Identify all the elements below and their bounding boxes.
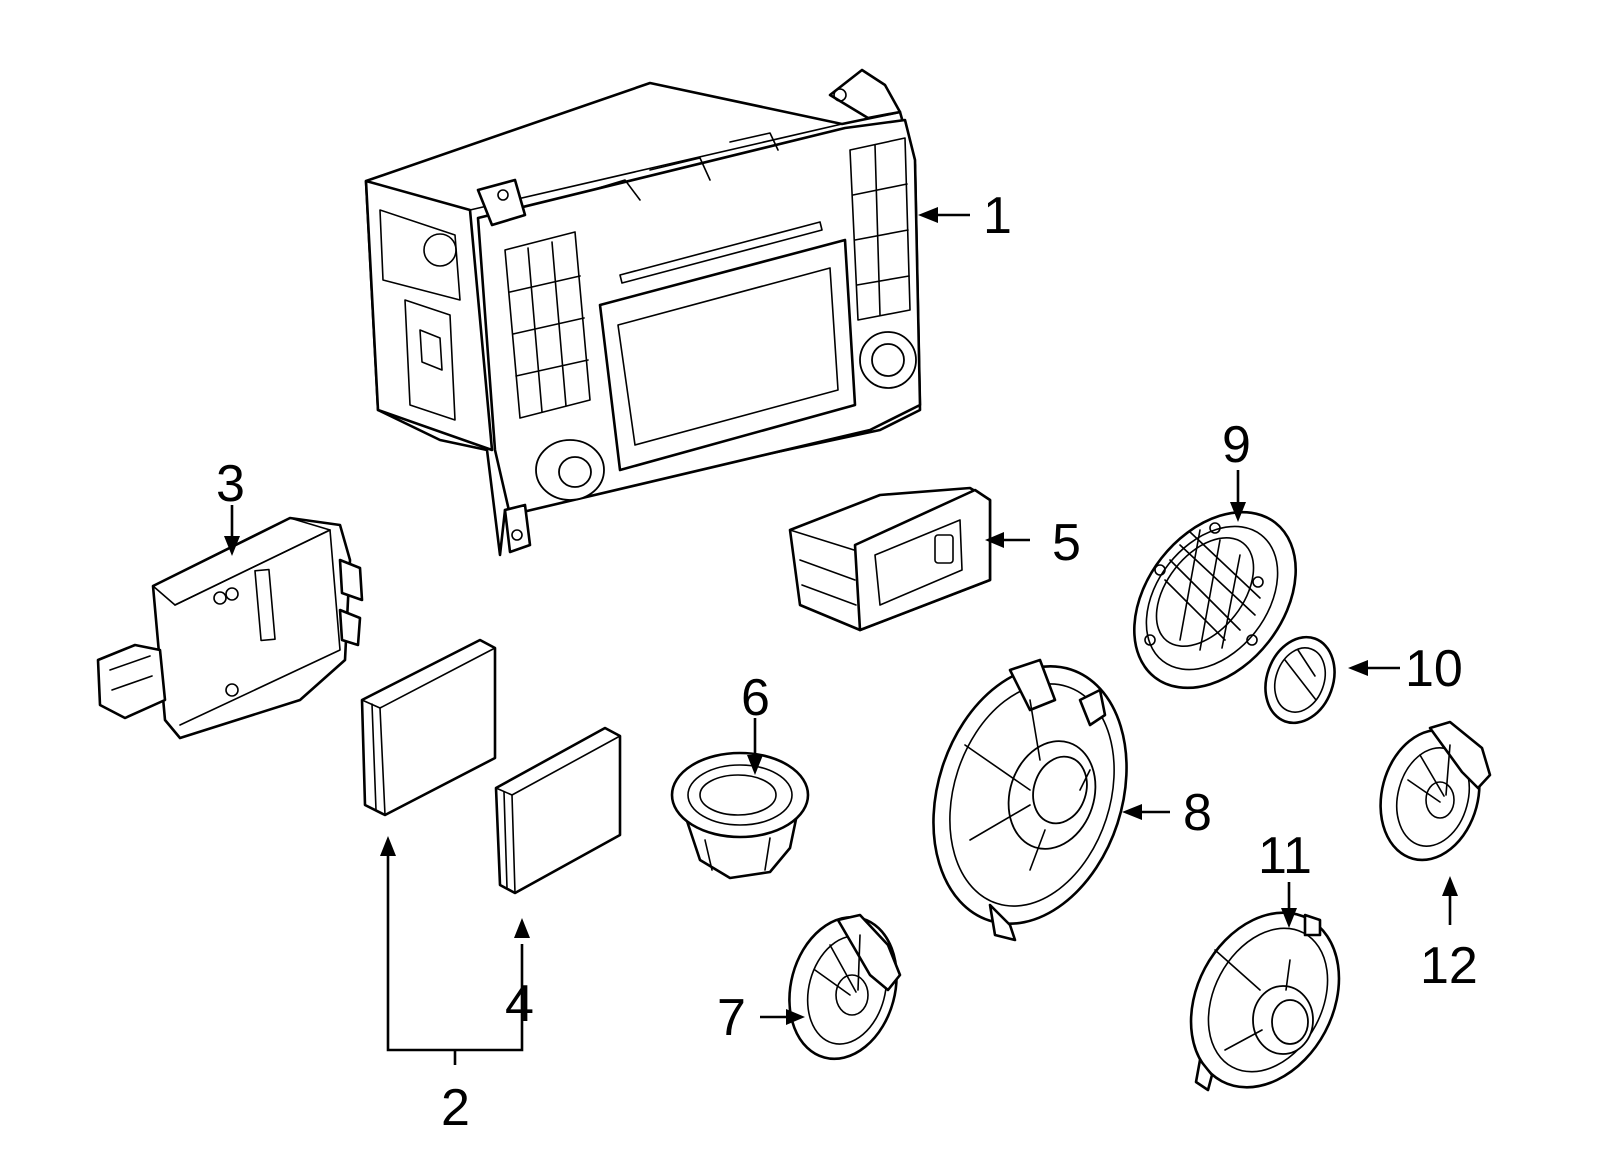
callout-11: 11 xyxy=(1258,827,1312,885)
small-speaker-icon xyxy=(788,913,902,1061)
small-speaker-icon xyxy=(1379,720,1492,862)
callout-8: 8 xyxy=(1183,784,1212,842)
leader-lines xyxy=(224,207,1458,1065)
callout-9: 9 xyxy=(1222,416,1251,474)
callout-12: 12 xyxy=(1420,937,1478,995)
callout-labels: 1 2 3 4 5 6 7 8 9 10 11 12 xyxy=(216,187,1478,1137)
tweeter-icon xyxy=(670,751,810,880)
control-module-icon xyxy=(96,516,364,740)
tweeter-cover-icon xyxy=(1264,635,1336,725)
callout-3: 3 xyxy=(216,455,245,513)
media-interface-icon xyxy=(788,486,992,632)
module-card-icon xyxy=(494,726,622,895)
door-speaker-icon xyxy=(932,658,1128,942)
speaker-grille-icon xyxy=(1133,510,1297,690)
radio-head-unit-icon xyxy=(364,68,922,557)
callout-5: 5 xyxy=(1052,514,1081,572)
rear-speaker-icon xyxy=(1189,911,1341,1092)
callout-1: 1 xyxy=(983,187,1012,245)
callout-6: 6 xyxy=(741,669,770,727)
callout-7: 7 xyxy=(717,989,746,1047)
callout-2: 2 xyxy=(441,1079,470,1137)
module-card-large-icon xyxy=(360,638,497,817)
callout-10: 10 xyxy=(1405,640,1463,698)
callout-4: 4 xyxy=(505,975,534,1033)
